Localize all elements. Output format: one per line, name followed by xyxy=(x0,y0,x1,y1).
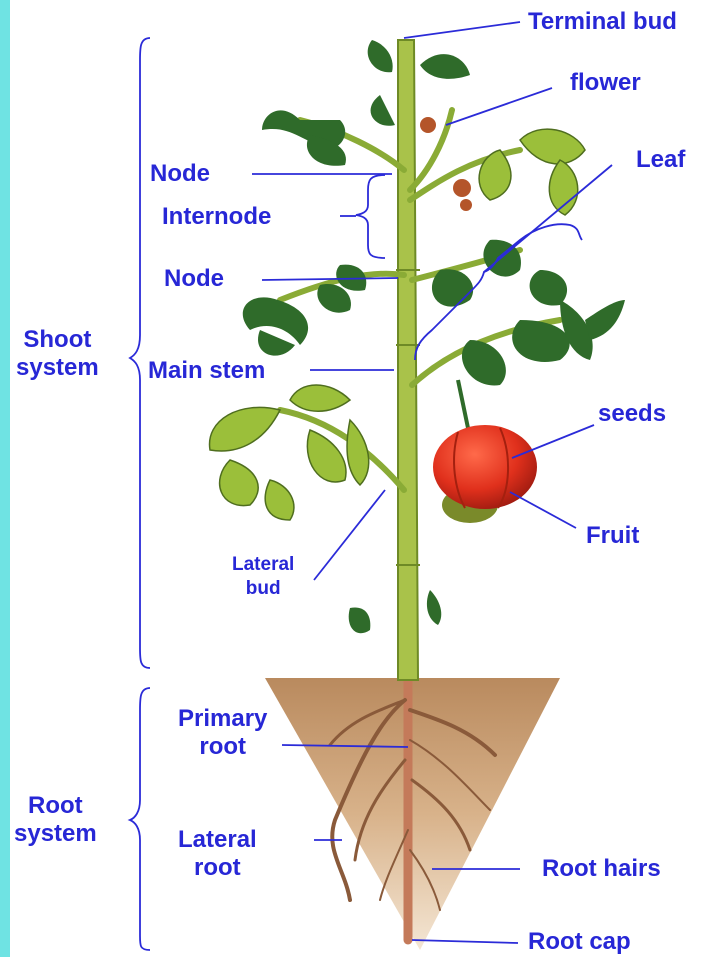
shoot-system-label: Shoot system xyxy=(16,326,99,382)
root-cap-label: Root cap xyxy=(528,928,631,956)
root-system-line-2: system xyxy=(14,820,97,848)
lateral-bud-label: Lateral bud xyxy=(232,553,294,601)
node-lower-label: Node xyxy=(164,265,224,293)
main-stem-shape xyxy=(396,40,420,680)
root-system-label: Root system xyxy=(14,792,97,848)
internode-label: Internode xyxy=(162,203,271,231)
shoot-system-line-1: Shoot xyxy=(16,326,99,354)
root-hairs-label: Root hairs xyxy=(542,855,661,883)
fruit-label: Fruit xyxy=(586,522,639,550)
primary-root-label: Primary root xyxy=(178,705,267,761)
primary-root-line-2: root xyxy=(178,733,267,761)
primary-root-line-1: Primary xyxy=(178,705,267,733)
lateral-root-label: Lateral root xyxy=(178,826,257,882)
root-system-brace xyxy=(130,688,150,950)
lateral-bud-line-2: bud xyxy=(232,577,294,601)
root-cap-leader xyxy=(412,940,518,943)
root-system-line-1: Root xyxy=(14,792,97,820)
shoot-system-brace xyxy=(130,38,150,668)
terminal-bud-leader xyxy=(404,22,520,38)
fruit-leader xyxy=(510,492,576,528)
internode-brace xyxy=(356,175,385,258)
leaf-label: Leaf xyxy=(636,146,685,174)
terminal-bud-label: Terminal bud xyxy=(528,8,677,36)
node-lower-leader xyxy=(262,278,398,280)
lateral-root-line-1: Lateral xyxy=(178,826,257,854)
fruit-shape xyxy=(433,380,537,523)
lateral-bud-line-1: Lateral xyxy=(232,553,294,577)
lateral-bud-leader xyxy=(314,490,385,580)
flower-leader xyxy=(446,88,552,125)
seeds-label: seeds xyxy=(598,400,666,428)
shoot-system-line-2: system xyxy=(16,354,99,382)
node-top-label: Node xyxy=(150,160,210,188)
flower-label: flower xyxy=(570,69,641,97)
main-stem-label: Main stem xyxy=(148,357,265,385)
lateral-root-line-2: root xyxy=(178,854,257,882)
